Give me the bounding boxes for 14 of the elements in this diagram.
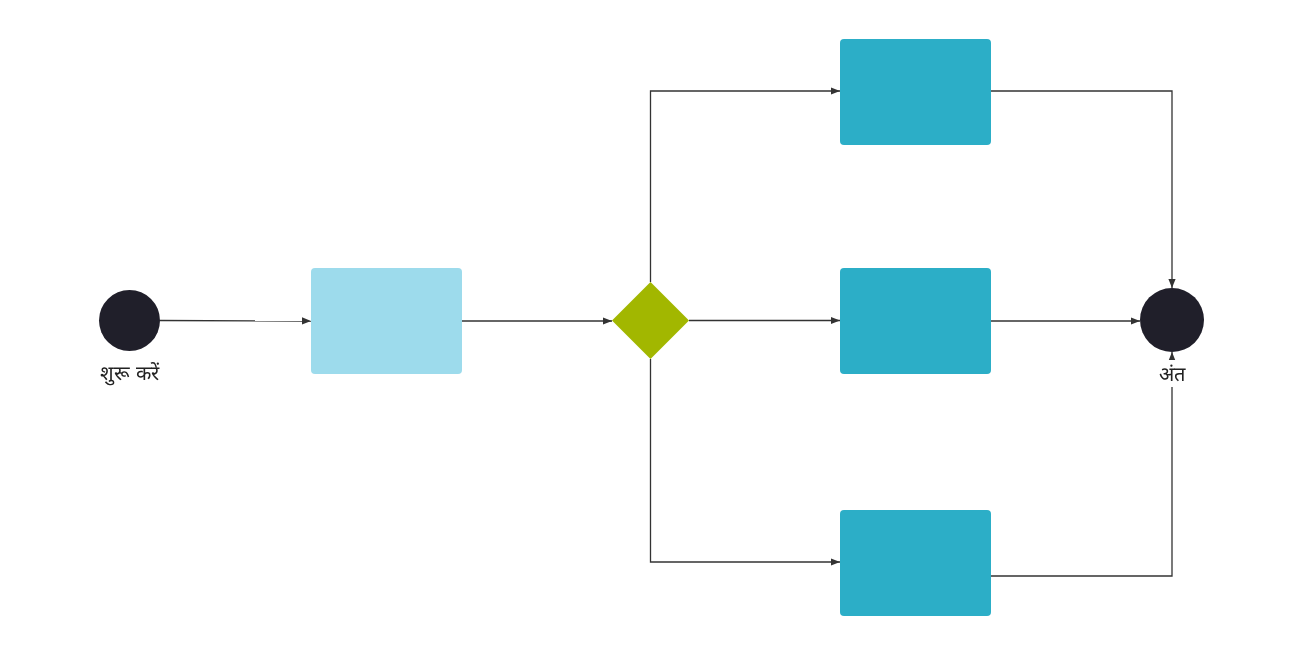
node-caption: शुरू करें [97, 359, 162, 386]
arrow [649, 358, 841, 566]
process-box [311, 268, 462, 374]
arrow [688, 316, 841, 325]
arrow [990, 317, 1141, 325]
arrow [990, 90, 1176, 289]
arrow [461, 317, 613, 325]
node-caption: अंत [1157, 360, 1187, 387]
arrow [649, 87, 841, 283]
arrow [990, 351, 1176, 577]
process-box [840, 268, 991, 374]
arrow [159, 317, 312, 325]
process-box [840, 39, 991, 145]
process-box [840, 510, 991, 616]
